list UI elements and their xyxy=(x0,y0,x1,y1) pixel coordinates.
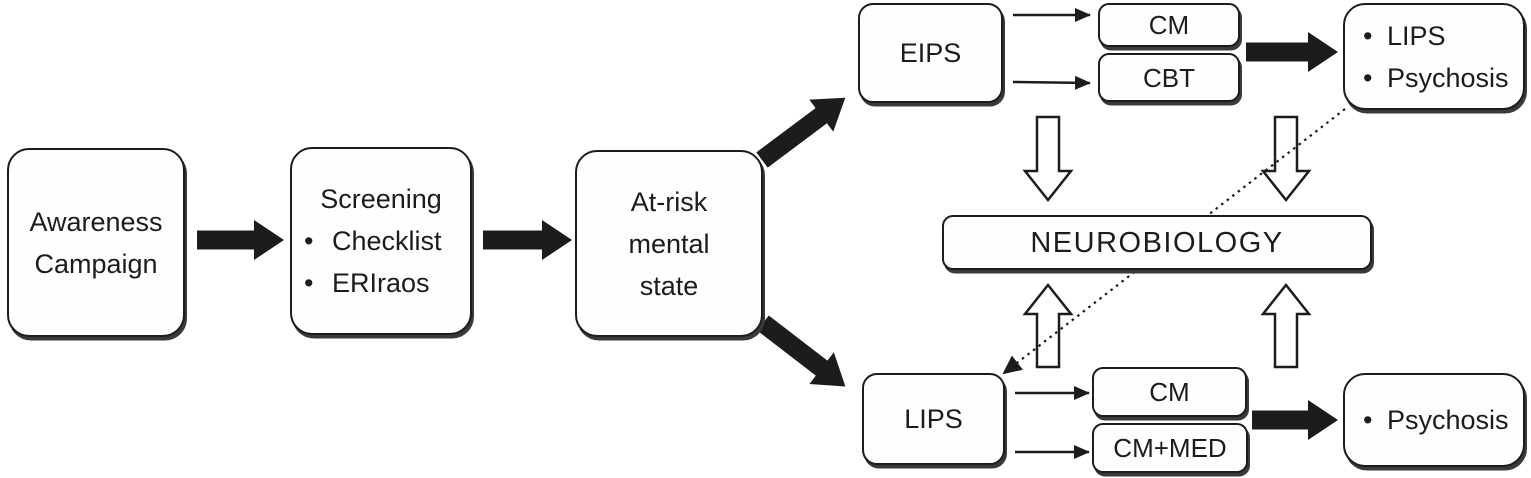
arrow-screening-to-atrisk xyxy=(483,220,572,260)
box-screening: Screening • Checklist • ERIraos xyxy=(290,147,472,335)
hollow-arrow-eips-to-neurobiology xyxy=(1022,115,1074,203)
bullet-icon: • xyxy=(1363,20,1373,51)
list-item-label: ERIraos xyxy=(332,268,430,298)
box-line: state xyxy=(639,270,699,301)
box-lips: LIPS xyxy=(862,373,1005,465)
arrow-cmcbt-to-lipspsychosis xyxy=(1246,32,1338,72)
box-cm-lips-arm: CM xyxy=(1092,367,1247,417)
box-label: NEUROBIOLOGY xyxy=(1030,226,1284,259)
box-title: Screening xyxy=(320,184,442,214)
arrow-cmcmmed-to-psychosis xyxy=(1252,400,1338,440)
list-item-label: Checklist xyxy=(332,226,442,256)
bullet-icon: • xyxy=(1363,62,1373,93)
box-line: Awareness xyxy=(29,206,163,237)
box-label: LIPS xyxy=(904,404,963,434)
arrow-atrisk-to-eips xyxy=(756,97,846,168)
box-line: Campaign xyxy=(34,248,158,279)
box-label: EIPS xyxy=(899,38,962,68)
hollow-arrow-psychosis-to-neurobiology xyxy=(1260,282,1312,369)
box-awareness-campaign: Awareness Campaign xyxy=(7,148,185,337)
dotted-arrow-lipspsychosis-to-lips xyxy=(1002,108,1346,375)
list-item: • LIPS xyxy=(1345,15,1523,57)
hollow-arrow-lipspsychosis-to-neurobiology xyxy=(1260,115,1312,203)
arrow-awareness-to-screening xyxy=(197,220,284,260)
box-lips-psychosis-outcome: • LIPS • Psychosis xyxy=(1343,3,1525,110)
list-item-label: Psychosis xyxy=(1387,62,1509,93)
list-item-label: Psychosis xyxy=(1387,405,1509,435)
list-item: • Psychosis xyxy=(1345,399,1523,441)
box-label: CBT xyxy=(1143,62,1195,93)
box-psychosis-outcome: • Psychosis xyxy=(1343,373,1525,467)
bullet-icon: • xyxy=(1363,405,1373,435)
box-neurobiology: NEUROBIOLOGY xyxy=(942,215,1372,270)
box-cbt: CBT xyxy=(1098,53,1240,102)
box-label: CM+MED xyxy=(1113,433,1227,463)
hollow-arrow-lips-to-neurobiology xyxy=(1022,282,1074,369)
list-item: • Psychosis xyxy=(1345,57,1523,99)
box-label: CM xyxy=(1149,377,1190,407)
list-item: • ERIraos xyxy=(292,262,470,304)
box-cm-med: CM+MED xyxy=(1092,423,1248,473)
bullet-icon: • xyxy=(304,226,314,256)
box-eips: EIPS xyxy=(858,3,1003,103)
box-cm-eips-arm: CM xyxy=(1098,3,1240,47)
list-item-label: LIPS xyxy=(1387,20,1446,51)
arrow-atrisk-to-lips xyxy=(757,315,846,387)
box-at-risk-mental-state: At-risk mental state xyxy=(575,150,763,337)
bullet-icon: • xyxy=(304,268,314,298)
box-label: CM xyxy=(1148,10,1190,40)
arrow-eips-to-cbt xyxy=(1012,75,1091,90)
box-line: At-risk xyxy=(630,186,708,217)
box-line: mental xyxy=(628,228,710,259)
list-item: • Checklist xyxy=(292,220,470,262)
